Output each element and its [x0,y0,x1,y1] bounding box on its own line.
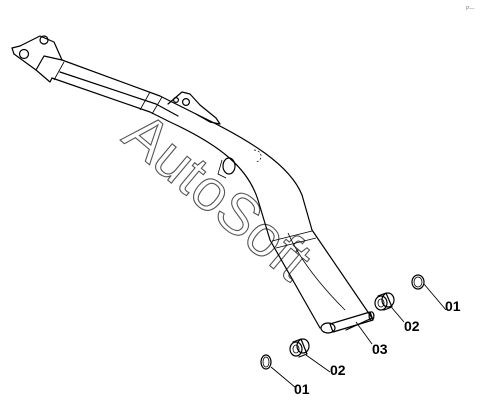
label-ring-bottom: 01 [294,381,310,397]
leader-pin [355,321,373,345]
pin-03 [329,311,375,333]
label-pin: 03 [372,341,388,357]
watermark-text: AutoSoft [112,100,324,293]
leader-bushing-bottom [305,354,331,373]
bushing-top [374,292,395,311]
label-bushing-top: 02 [404,318,420,334]
boom-arm [11,35,373,334]
label-ring-top: 01 [445,298,461,314]
label-bushing-bottom: 02 [330,362,346,378]
leader-bushing-top [391,307,405,323]
ring-bottom [260,354,272,370]
corner-mark: P— [466,6,474,12]
bushing-bottom [289,338,310,358]
ring-top [411,274,425,290]
leader-ring-bottom [270,366,297,389]
leader-ring-top [423,283,447,311]
